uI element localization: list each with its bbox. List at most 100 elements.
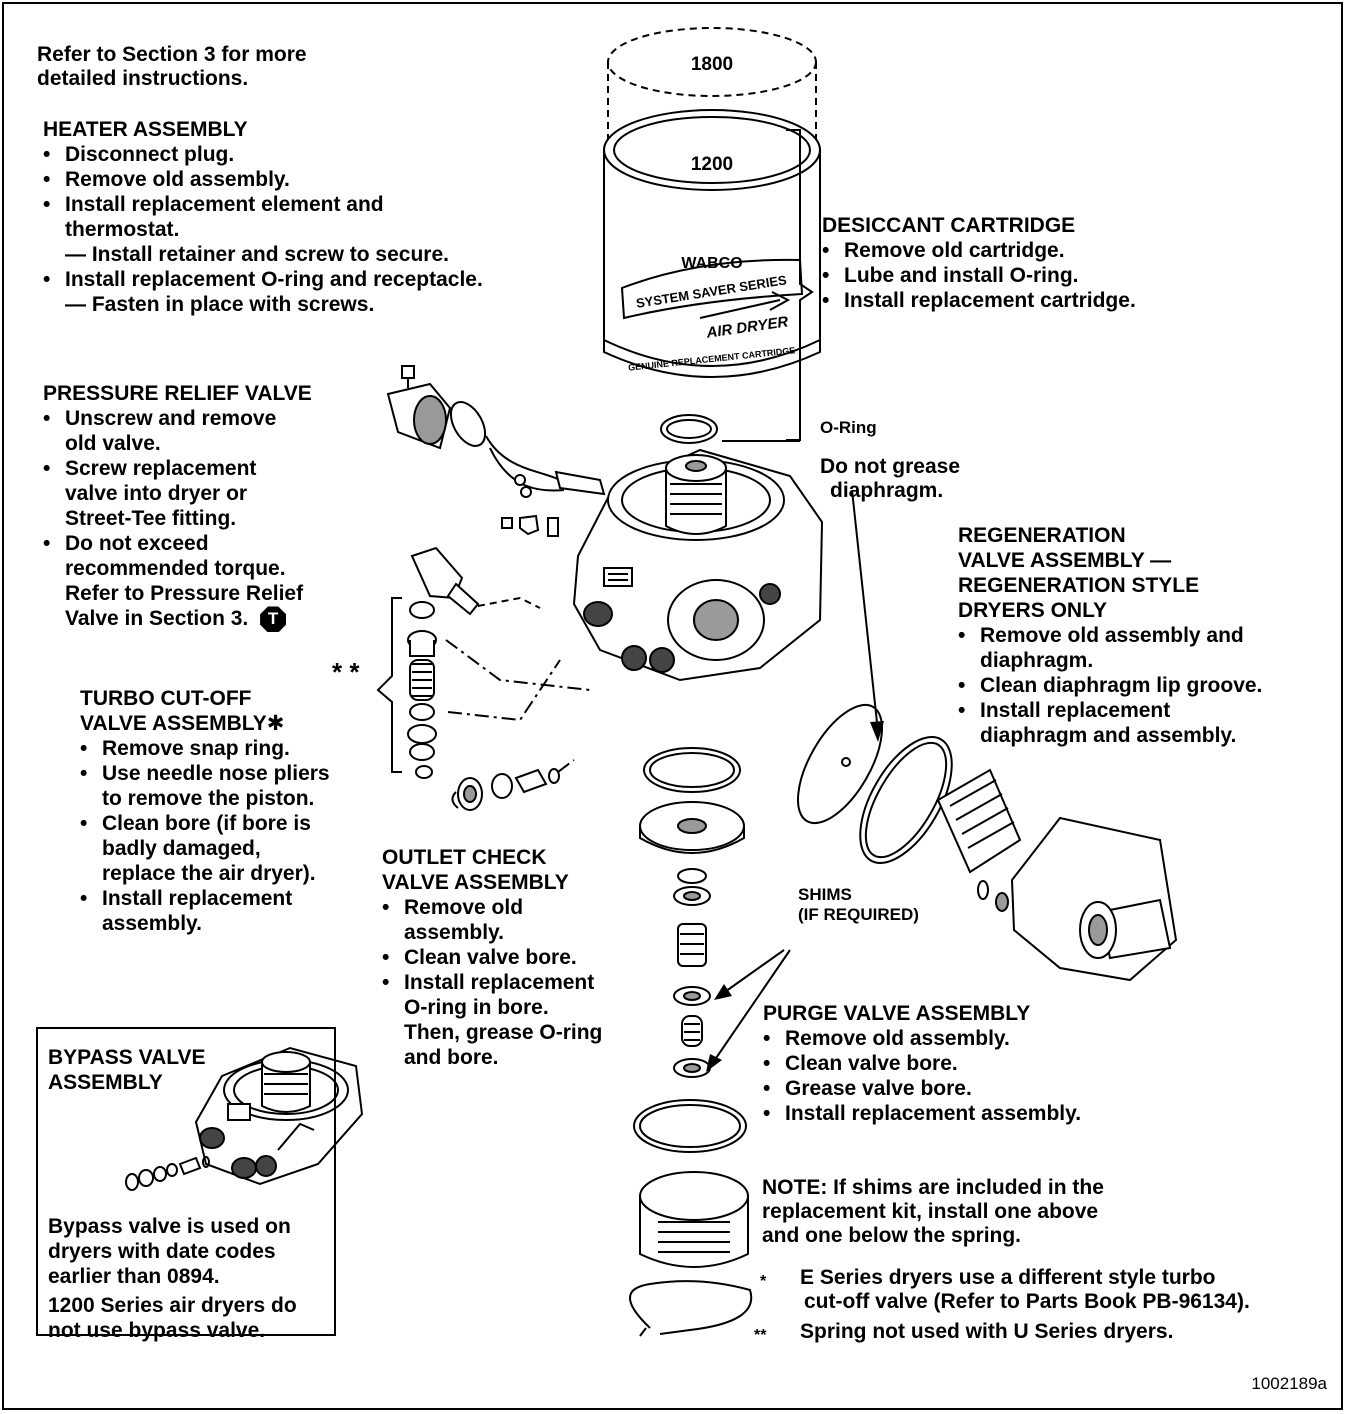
diaphragm-note: Do not grease diaphragm. — [820, 455, 960, 503]
bypass-text-line: dryers with date codes — [48, 1240, 276, 1263]
purge-title: PURGE VALVE ASSEMBLY — [763, 1002, 1031, 1025]
heater-substep-text: Install retainer and screw to secure. — [91, 243, 449, 266]
turbo-step-cont: replace the air dryer). — [102, 862, 316, 885]
outlet-step: Clean valve bore. — [382, 945, 602, 970]
heater-substep: Fasten in place with screws. — [43, 292, 483, 317]
purge-valve-stack — [629, 747, 753, 1337]
outlet-title-line: VALVE ASSEMBLY — [382, 871, 569, 894]
outlet-step-cont: assembly. — [404, 921, 505, 944]
desiccant-step: Install replacement cartridge. — [822, 288, 1136, 313]
outlet-check-valve-parts — [451, 759, 575, 811]
pressure-relief-section: PRESSURE RELIEF VALVE Unscrew and remove… — [43, 381, 312, 633]
bypass-text-line: earlier than 0894. — [48, 1265, 220, 1288]
desiccant-title: DESICCANT CARTRIDGE — [822, 214, 1076, 237]
intro-line-2: detailed instructions. — [37, 67, 249, 90]
relief-step: Screw replacement — [43, 456, 312, 481]
bypass-text: Bypass valve is used on dryers with date… — [48, 1214, 297, 1343]
diaphragm-note-line: diaphragm. — [830, 479, 944, 502]
turbo-cut-off-parts — [376, 597, 591, 779]
bypass-text-line: Bypass valve is used on — [48, 1215, 291, 1238]
shims-note: NOTE: If shims are included in the repla… — [762, 1176, 1104, 1248]
bypass-valve-illustration — [125, 1046, 364, 1191]
pointer-arrows — [706, 489, 884, 1072]
relief-step-cont: Refer to Pressure Relief — [65, 582, 304, 605]
turbo-step: Remove snap ring. — [80, 736, 330, 761]
bypass-title-line: BYPASS VALVE — [48, 1046, 206, 1069]
turbo-step-cont: assembly. — [102, 912, 203, 935]
regeneration-section: REGENERATION VALVE ASSEMBLY — REGENERATI… — [958, 523, 1262, 748]
regen-step: Install replacement — [958, 698, 1262, 723]
bypass-title-line: ASSEMBLY — [48, 1071, 163, 1094]
outlet-title-line: OUTLET CHECK — [382, 846, 547, 869]
relief-step-cont: Valve in Section 3. T — [43, 606, 312, 633]
outlet-step-cont: Then, grease O-ring — [404, 1021, 603, 1044]
shims-line: (IF REQUIRED) — [798, 905, 919, 924]
purge-step: Remove old assembly. — [763, 1026, 1081, 1051]
turbo-title-line: VALVE ASSEMBLY✱ — [80, 712, 285, 735]
desiccant-cartridge-illustration: 1800 1200 WABCO SYSTEM SAVER SERIES AIR … — [603, 27, 821, 441]
footnote-mark: ** — [754, 1327, 767, 1344]
intro-note: Refer to Section 3 for more detailed ins… — [37, 43, 307, 91]
turbo-cut-off-section: TURBO CUT-OFF VALVE ASSEMBLY✱ Remove sna… — [80, 686, 330, 936]
bypass-title: BYPASS VALVE ASSEMBLY — [48, 1045, 206, 1095]
outlet-step-cont: O-ring in bore. — [404, 996, 549, 1019]
relief-step-cont: old valve. — [65, 432, 161, 455]
relief-step: Unscrew and remove — [43, 406, 312, 431]
heater-assembly-parts — [386, 365, 606, 537]
footnote-line: E Series dryers use a different style tu… — [800, 1266, 1216, 1289]
relief-title: PRESSURE RELIEF VALVE — [43, 382, 312, 405]
note-line: and one below the spring. — [762, 1224, 1022, 1247]
regeneration-valve-parts — [797, 703, 1178, 982]
cartridge-o-ring — [660, 414, 800, 444]
turbo-step-cont: badly damaged, — [102, 837, 261, 860]
turbo-marker: * * — [332, 657, 360, 687]
outlet-step: Install replacement — [382, 970, 602, 995]
purge-step: Grease valve bore. — [763, 1076, 1081, 1101]
heater-step: Install replacement element and — [43, 192, 483, 217]
cartridge-size-1800: 1800 — [691, 54, 733, 75]
intro-line-1: Refer to Section 3 for more — [37, 43, 307, 66]
regen-title-line: REGENERATION STYLE — [958, 574, 1200, 597]
footnote-spring: ** Spring not used with U Series dryers. — [754, 1320, 1250, 1344]
heater-substep-text: Fasten in place with screws. — [91, 293, 375, 316]
outlet-check-section: OUTLET CHECK VALVE ASSEMBLY Remove old a… — [382, 845, 602, 1070]
shims-label: SHIMS (IF REQUIRED) — [798, 885, 919, 925]
turbo-step-cont: to remove the piston. — [102, 787, 315, 810]
regen-step: Remove old assembly and — [958, 623, 1262, 648]
turbo-step: Install replacement — [80, 886, 330, 911]
purge-valve-section: PURGE VALVE ASSEMBLY Remove old assembly… — [763, 1001, 1081, 1126]
footnote-line: cut-off valve (Refer to Parts Book PB-96… — [804, 1290, 1250, 1313]
outlet-step: Remove old — [382, 895, 602, 920]
heater-step-cont: thermostat. — [65, 218, 180, 241]
outlet-step-cont: and bore. — [404, 1046, 499, 1069]
regen-title-line: REGENERATION — [958, 524, 1126, 547]
regen-title-line: VALVE ASSEMBLY — — [958, 549, 1172, 572]
cartridge-size-1200: 1200 — [691, 154, 733, 175]
heater-step: Install replacement O-ring and receptacl… — [43, 267, 483, 292]
bypass-text-line: 1200 Series air dryers do — [48, 1294, 297, 1317]
relief-step-text: Valve in Section 3. — [65, 607, 249, 630]
footnote-line: Spring not used with U Series dryers. — [800, 1320, 1174, 1343]
relief-step-cont: Street-Tee fitting. — [65, 507, 237, 530]
o-ring-label: O-Ring — [820, 418, 877, 437]
diaphragm-note-line: Do not grease — [820, 455, 961, 478]
regen-step-cont: diaphragm and assembly. — [980, 724, 1237, 747]
purge-step: Install replacement assembly. — [763, 1101, 1081, 1126]
note-line: replacement kit, install one above — [762, 1200, 1099, 1223]
heater-substep: Install retainer and screw to secure. — [43, 242, 483, 267]
regen-step-cont: diaphragm. — [980, 649, 1094, 672]
regen-title-line: DRYERS ONLY — [958, 599, 1107, 622]
desiccant-step: Lube and install O-ring. — [822, 263, 1136, 288]
cartridge-brand: WABCO — [681, 255, 742, 272]
pressure-relief-valve-part — [410, 546, 541, 616]
purge-step: Clean valve bore. — [763, 1051, 1081, 1076]
footnote-turbo: * E Series dryers use a different style … — [760, 1266, 1250, 1314]
regen-step: Clean diaphragm lip groove. — [958, 673, 1262, 698]
relief-step-cont: recommended torque. — [65, 557, 286, 580]
turbo-step: Clean bore (if bore is — [80, 811, 330, 836]
desiccant-cartridge-section: DESICCANT CARTRIDGE Remove old cartridge… — [822, 213, 1136, 313]
torque-icon: T — [260, 606, 287, 633]
